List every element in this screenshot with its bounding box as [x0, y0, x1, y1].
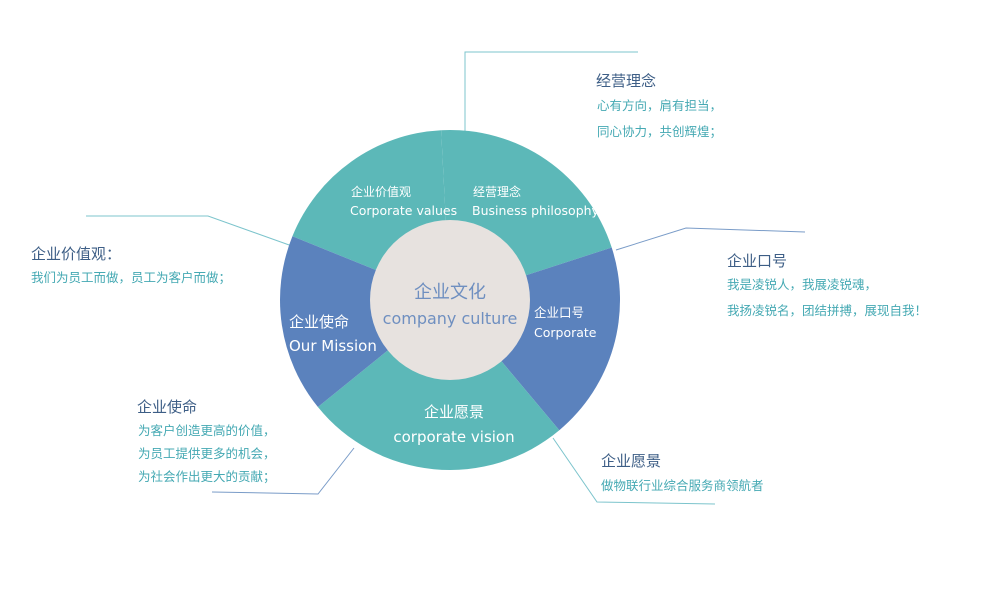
- segment-label-mission-en: Our Mission: [289, 337, 377, 355]
- callout-mission-line-2: 为员工提供更多的机会，: [138, 446, 276, 461]
- center-title-en: company culture: [383, 309, 518, 328]
- callout-values-line-1: 我们为员工而做，员工为客户而做；: [31, 270, 232, 285]
- callout-mission-line-1: 为客户创造更高的价值，: [138, 423, 276, 438]
- segment-corporate-vision: [317, 300, 560, 470]
- segment-label-philosophy-zh: 经营理念: [473, 184, 521, 199]
- segment-label-mission-zh: 企业使命: [289, 313, 349, 331]
- callout-slogan-line-1: 我是凌锐人，我展凌锐魂，: [727, 277, 878, 292]
- segment-label-vision-en: corporate vision: [393, 428, 514, 446]
- callout-mission-title: 企业使命: [137, 398, 198, 416]
- connector-mission: [211, 447, 355, 495]
- segment-our-mission: [280, 236, 450, 407]
- connector-slogan: [615, 227, 806, 251]
- callout-philosophy-title: 经营理念: [596, 72, 657, 90]
- callout-vision-line-1: 做物联行业综合服务商领航者: [601, 478, 764, 493]
- callout-slogan-title: 企业口号: [727, 252, 788, 270]
- callout-values-title: 企业价值观：: [31, 245, 122, 263]
- callout-vision-title: 企业愿景: [601, 452, 662, 470]
- callout-mission-line-3: 为社会作出更大的贡献；: [138, 469, 276, 484]
- callout-philosophy-line-1: 心有方向，肩有担当，: [597, 98, 723, 113]
- center-title-zh: 企业文化: [414, 282, 486, 303]
- connector-vision: [552, 437, 716, 505]
- connector-values: [86, 215, 293, 247]
- segment-label-values-en: Corporate values: [350, 203, 457, 218]
- segment-label-slogan-en: Corporate: [534, 325, 597, 340]
- segment-label-philosophy-en: Business philosophy: [472, 203, 600, 218]
- callout-slogan-line-2: 我扬凌锐名，团结拼搏，展现自我！: [727, 303, 928, 318]
- callout-philosophy-line-2: 同心协力，共创辉煌；: [597, 124, 723, 139]
- segment-label-vision-zh: 企业愿景: [424, 403, 484, 421]
- segment-label-slogan-zh: 企业口号: [534, 305, 584, 320]
- segment-label-values-zh: 企业价值观: [351, 184, 411, 199]
- connector-philosophy: [464, 51, 638, 140]
- center-disc: [370, 220, 530, 380]
